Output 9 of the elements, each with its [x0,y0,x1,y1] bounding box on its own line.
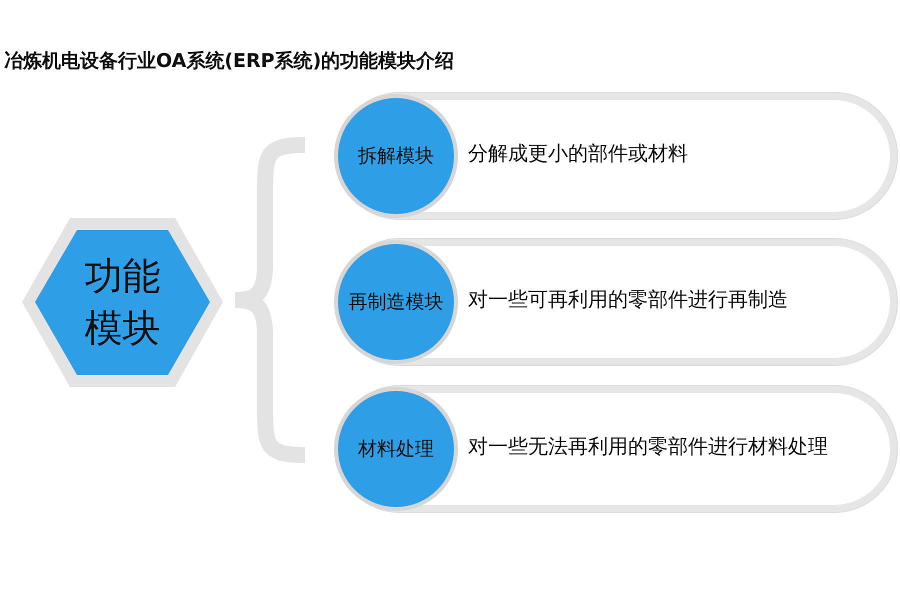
node-label: 功能模块 [84,253,162,352]
module-circle: 材料处理 [338,391,454,507]
module-description: 对一些可再利用的零部件进行再制造 [468,286,788,313]
title: 冶炼机电设备行业OA系统(ERP系统)的功能模块介绍 [4,49,454,74]
module-description: 分解成更小的部件或材料 [468,140,688,167]
module-circle: 拆解模块 [338,98,454,214]
module-description: 对一些无法再利用的零部件进行材料处理 [468,433,828,460]
hexagon-node [20,215,225,390]
module-circle: 再制造模块 [338,244,454,360]
